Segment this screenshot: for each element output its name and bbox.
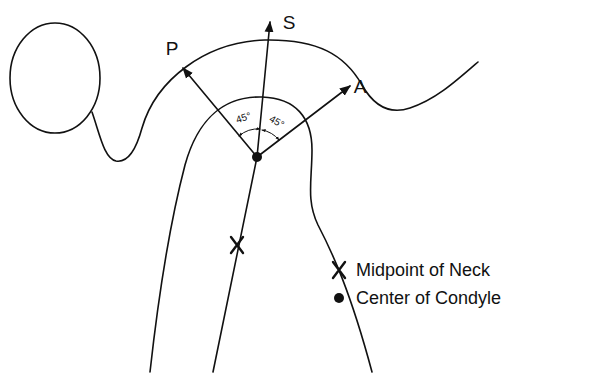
anterior-arrow bbox=[257, 86, 350, 157]
midpoint-mark bbox=[231, 237, 243, 253]
neck-axis bbox=[213, 157, 257, 372]
center-dot bbox=[252, 152, 262, 162]
condyle-outline bbox=[150, 97, 372, 372]
angle-label: 45° bbox=[268, 114, 286, 130]
legend-cross-symbol bbox=[333, 262, 345, 278]
ear-outline bbox=[10, 23, 100, 133]
angle-label: 45° bbox=[235, 111, 252, 125]
direction-label: A bbox=[354, 77, 367, 96]
legend-text: Center of Condyle bbox=[356, 289, 501, 307]
posterior-arrow bbox=[183, 68, 257, 157]
legend-dot-symbol bbox=[334, 293, 344, 303]
superior-arrow bbox=[257, 22, 270, 157]
legend-text: Midpoint of Neck bbox=[356, 261, 490, 279]
angle-arc bbox=[239, 129, 260, 136]
angle-arc bbox=[262, 130, 279, 140]
direction-label: P bbox=[166, 39, 179, 58]
direction-label: S bbox=[283, 13, 296, 32]
fossa-outline bbox=[92, 40, 478, 161]
